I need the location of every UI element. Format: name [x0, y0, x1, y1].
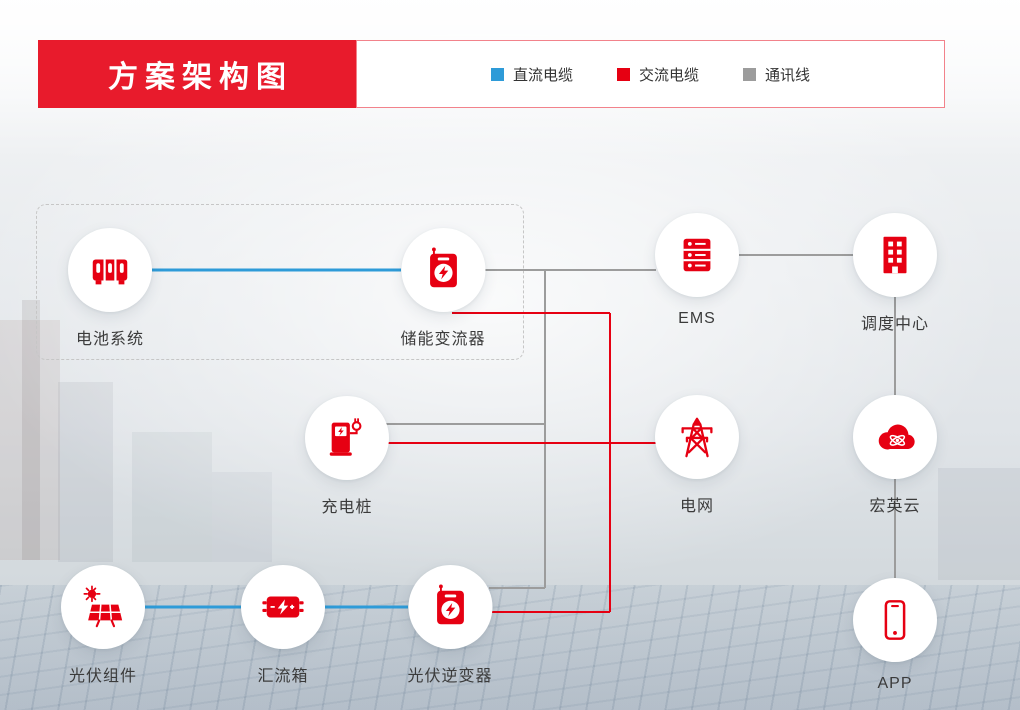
- server-icon: [683, 238, 711, 272]
- cloud-icon: [878, 424, 915, 450]
- storage-group-outline: [36, 204, 524, 360]
- legend-item-ac: 交流电缆: [616, 64, 699, 85]
- page-title: 方案架构图: [38, 40, 356, 108]
- transmission-tower-icon: [681, 417, 713, 458]
- node-circle: [853, 395, 937, 479]
- node-cloud-platform: 宏英云: [853, 395, 937, 516]
- node-combiner-box: 汇流箱: [241, 565, 325, 686]
- node-app: APP: [853, 578, 937, 693]
- node-label: 光伏组件: [68, 668, 137, 685]
- node-label: 调度中心: [860, 316, 929, 333]
- node-label: APP: [877, 675, 913, 692]
- legend-label: 交流电缆: [638, 66, 699, 84]
- node-label: 汇流箱: [257, 668, 309, 685]
- legend: 直流电缆 交流电缆 通讯线: [356, 40, 945, 108]
- node-label: 充电桩: [321, 499, 373, 516]
- legend-item-comm: 通讯线: [743, 64, 810, 85]
- node-circle: [853, 213, 937, 297]
- node-label: 储能变流器: [400, 331, 486, 348]
- node-label: 电网: [679, 498, 714, 515]
- node-circle: [241, 565, 325, 649]
- legend-label: 直流电缆: [512, 66, 573, 84]
- ac-cable-swatch-icon: [616, 67, 630, 81]
- smartphone-icon: [884, 600, 906, 640]
- node-circle: [61, 565, 145, 649]
- node-ems: EMS: [655, 213, 739, 328]
- node-label: 宏英云: [869, 498, 921, 515]
- storage-converter-icon: [429, 247, 457, 288]
- legend-label: 通讯线: [765, 66, 811, 84]
- node-pv-inverter: 光伏逆变器: [407, 565, 492, 686]
- pv-inverter-icon: [436, 584, 464, 625]
- node-circle: [407, 565, 492, 649]
- combiner-box-icon: [262, 596, 304, 618]
- node-label: 电池系统: [75, 331, 144, 348]
- building-icon: [883, 236, 907, 274]
- comm-line-swatch-icon: [743, 67, 756, 81]
- node-pv-modules: 光伏组件: [61, 565, 145, 686]
- solar-panel-icon: [83, 585, 123, 628]
- node-circle: [655, 213, 739, 297]
- node-circle: [655, 395, 739, 479]
- node-storage-converter: 储能变流器: [400, 228, 485, 349]
- battery-icon: [92, 259, 128, 285]
- node-circle: [400, 228, 485, 312]
- node-label: EMS: [678, 310, 716, 327]
- node-battery-system: 电池系统: [68, 228, 152, 349]
- node-charging-pile: 充电桩: [305, 396, 389, 517]
- node-circle: [853, 578, 937, 662]
- node-circle: [68, 228, 152, 312]
- node-power-grid: 电网: [655, 395, 739, 516]
- legend-item-dc: 直流电缆: [490, 64, 573, 85]
- charging-pile-icon: [329, 418, 362, 456]
- node-dispatch-center: 调度中心: [853, 213, 937, 334]
- dc-cable-swatch-icon: [490, 67, 504, 81]
- node-label: 光伏逆变器: [407, 668, 493, 685]
- node-circle: [305, 396, 389, 480]
